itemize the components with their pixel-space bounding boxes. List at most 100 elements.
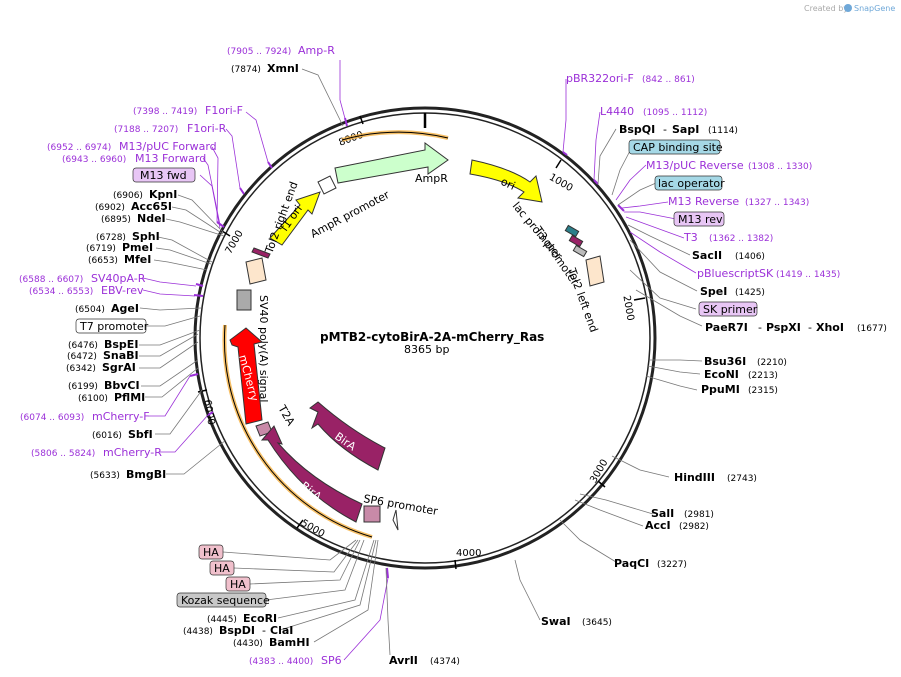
enzyme-sphi-pos: (6728) [96,233,126,243]
m13-rev-box-label: M13 rev [678,213,723,226]
plasmid-size: 8365 bp [404,343,449,356]
ori-label: ori [499,175,517,193]
tick-1000: 1000 [547,172,575,194]
enzyme-bspei-pos: (6476) [68,341,98,351]
enzyme-avrii-pos: (4374) [430,657,460,667]
enzyme-paer7i-sep: - [758,321,762,334]
primer-ampr-r-pos: (7905 .. 7924) [227,47,291,57]
primer-f1ori-r-name: F1ori-R [187,122,227,135]
enzyme-sapi-name: SapI [672,123,699,136]
plasmid-name: pMTB2-cytoBirA-2A-mCherry_Ras [320,330,544,345]
enzyme-bspei-name: BspEI [104,338,138,351]
enzyme-bmgbi-pos: (5633) [90,471,120,481]
primer-m13puc-fwd-name: M13/pUC Forward [119,140,217,153]
enzyme-ndei-name: NdeI [137,212,166,225]
primer-t3-pos: (1362 .. 1382) [709,234,773,244]
enzyme-bspqi-sep: - [663,123,667,136]
enzyme-bspqi-name: BspQI [619,123,655,136]
enzyme-sphi-name: SphI [132,230,160,243]
bira-feature-2 [309,401,386,471]
m13-fwd-box [132,167,196,183]
tick-3000: 3000 [588,458,610,486]
cap-binding-label: CAP binding site [633,141,723,154]
primer-l4440-pos: (1095 .. 1112) [643,108,707,118]
ha-label-2: HA [214,562,230,575]
enzyme-ndei-pos: (6895) [101,215,131,225]
enzyme-paqci-name: PaqCI [614,557,649,570]
enzyme-pflmi-name: PflMI [114,391,145,404]
tick-4000: 4000 [456,548,481,559]
mcherry-feature [229,327,264,425]
primer-pbluescriptsk-name: pBluescriptSK [697,267,774,280]
orf-arc-top-line [341,131,449,141]
ha-label-3: HA [230,578,246,591]
tick-6000: 6000 [201,399,216,426]
enzyme-snabi-name: SnaBI [103,349,139,362]
primer-mcherry-r-name: mCherry-R [103,446,162,459]
ampr-promoter-feature [317,175,337,195]
enzyme-avrii-name: AvrII [389,654,418,667]
enzyme-kpni-name: KpnI [149,188,177,201]
primer-f1ori-f-pos: (7398 .. 7419) [133,107,197,117]
primer-sv40pa-r-pos: (6588 .. 6607) [19,275,83,285]
primer-ebv-rev-name: EBV-rev [101,284,144,297]
enzyme-ecori-name: EcoRI [243,612,277,625]
leader-lines [139,60,703,661]
t3-feature [572,244,588,258]
enzyme-pmei-pos: (6719) [86,244,116,254]
enzyme-spei-pos: (1425) [735,288,765,298]
enzyme-sbfi-name: SbfI [128,428,153,441]
enzyme-ppumi-name: PpuMI [701,383,740,396]
enzyme-sacii-pos: (1406) [735,252,765,262]
lac-operator-box [654,175,723,191]
primer-f1ori-f-name: F1ori-F [205,104,243,117]
enzyme-paer7i-name: PaeR7I [705,321,748,334]
orf-arc-left-line [223,324,373,538]
enzyme-clai-name: ClaI [270,624,293,637]
kozak-box [176,592,267,608]
primer-pbluescriptsk-pos: (1419 .. 1435) [776,270,840,280]
primer-pbr322-pos: (842 .. 861) [642,75,695,85]
enzyme-bspdi-pos: (4438) [183,627,213,637]
tick-2000: 2000 [620,295,635,322]
primer-m13-fwd-name: M13 Forward [135,152,206,165]
sp6-promoter-arrow [392,509,399,531]
enzyme-econi-name: EcoNI [704,368,739,381]
enzyme-pmei-name: PmeI [122,241,153,254]
ampr-feature [334,142,449,184]
primer-marks [189,117,625,579]
enzyme-sacii-name: SacII [692,249,722,262]
primer-mcherry-f-pos: (6074 .. 6093) [20,413,84,423]
sv40-label: SV40 poly(A) signal [257,295,270,402]
enzyme-ecori-pos: (4445) [207,615,237,625]
enzyme-acc65i-name: Acc65I [131,200,172,213]
backbone-outer [193,106,657,570]
sv40-feature [236,289,252,311]
enzyme-econi-pos: (2213) [748,371,778,381]
enzyme-xmni-pos: (7874) [231,65,261,75]
bira-feature-1 [260,425,363,523]
enzyme-kpni-pos: (6906) [113,191,143,201]
enzyme-bspqi-pos: (1114) [708,126,738,136]
lac-operator-label: lac operator [658,177,725,190]
enzyme-pspxi-sep: - [808,321,812,334]
enzyme-paer7i-pos: (1677) [857,324,887,334]
primer-m13-fwd-pos: (6943 .. 6960) [62,155,126,165]
enzyme-spei-name: SpeI [700,285,727,298]
sk-primer-label: SK primer [703,303,758,316]
primer-m13puc-rev-pos: (1308 .. 1330) [748,162,812,172]
sp6-feature [363,505,381,523]
primer-sp6-pos: (4383 .. 4400) [249,657,313,667]
enzyme-bamhi-pos: (4430) [233,639,263,649]
enzyme-xhoi-name: XhoI [816,321,844,334]
snapgene-logo-icon [844,4,852,12]
enzyme-swai-pos: (3645) [582,618,612,628]
primer-m13-rev-name: M13 Reverse [668,195,739,208]
t7-promoter-label: T7 promoter [79,320,149,333]
t2a-label: T2A [275,402,298,428]
primer-pbr322-name: pBR322ori-F [566,72,634,85]
enzyme-acci-name: AccI [645,519,671,532]
enzyme-pflmi-pos: (6100) [78,394,108,404]
enzyme-bamhi-name: BamHI [269,636,310,649]
